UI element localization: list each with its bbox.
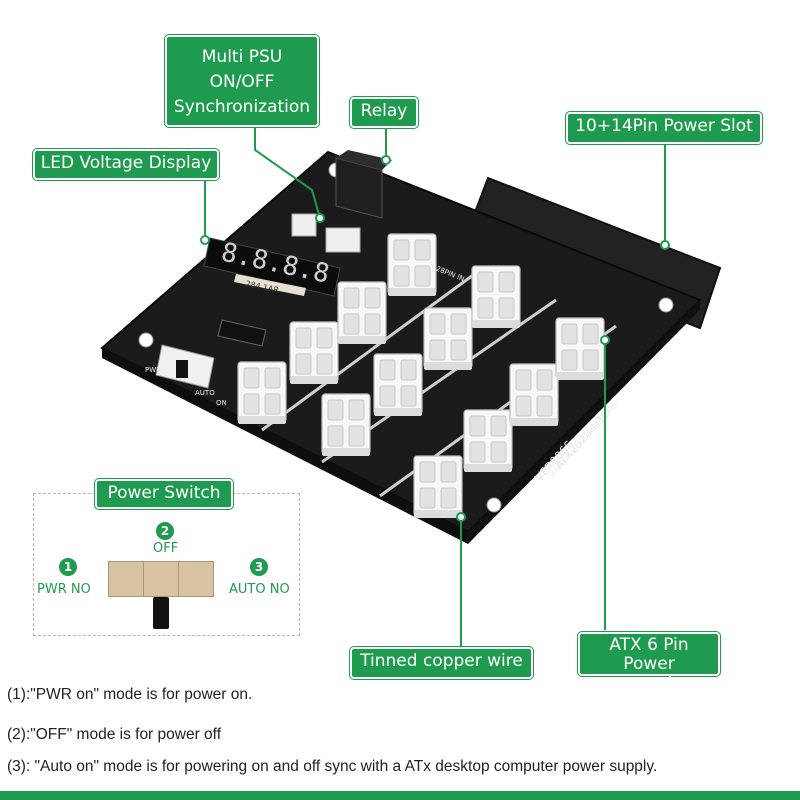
note-auto-on: (3): "Auto on" mode is for powering on a… (7, 758, 658, 775)
switch-body (108, 561, 214, 597)
callout-power-slot: 10+14Pin Power Slot (566, 112, 762, 144)
sync-header-2 (325, 227, 361, 253)
led-display (203, 237, 341, 297)
sync-header-1 (291, 213, 317, 237)
relay-block (335, 157, 383, 219)
board-on-mark: ON (216, 399, 227, 407)
callout-relay: Relay (350, 97, 418, 128)
note-pwr-on: (1):"PWR on" mode is for power on. (7, 686, 253, 703)
callout-tinned-wire: Tinned copper wire (350, 647, 533, 679)
switch-lever (153, 597, 169, 629)
note-off: (2):"OFF" mode is for power off (7, 726, 222, 743)
board-pwr-mark: PWR (145, 366, 161, 374)
position-2-badge: 2 (156, 522, 174, 540)
ic-chip (217, 319, 267, 347)
bottom-accent-bar (0, 791, 800, 800)
position-1-label: PWR NO (37, 582, 91, 597)
position-3-label: AUTO NO (229, 582, 290, 597)
position-1-badge: 1 (59, 558, 77, 576)
position-3-badge: 3 (250, 558, 268, 576)
board-auto-mark: AUTO (195, 389, 215, 397)
position-2-label: OFF (153, 541, 179, 556)
callout-atx6: ATX 6 Pin Power connector (578, 632, 720, 693)
callout-power-switch: Power Switch (95, 479, 233, 509)
callout-led-display: LED Voltage Display (33, 149, 219, 180)
callout-multi-psu: Multi PSU ON/OFF Synchronization (165, 35, 319, 127)
